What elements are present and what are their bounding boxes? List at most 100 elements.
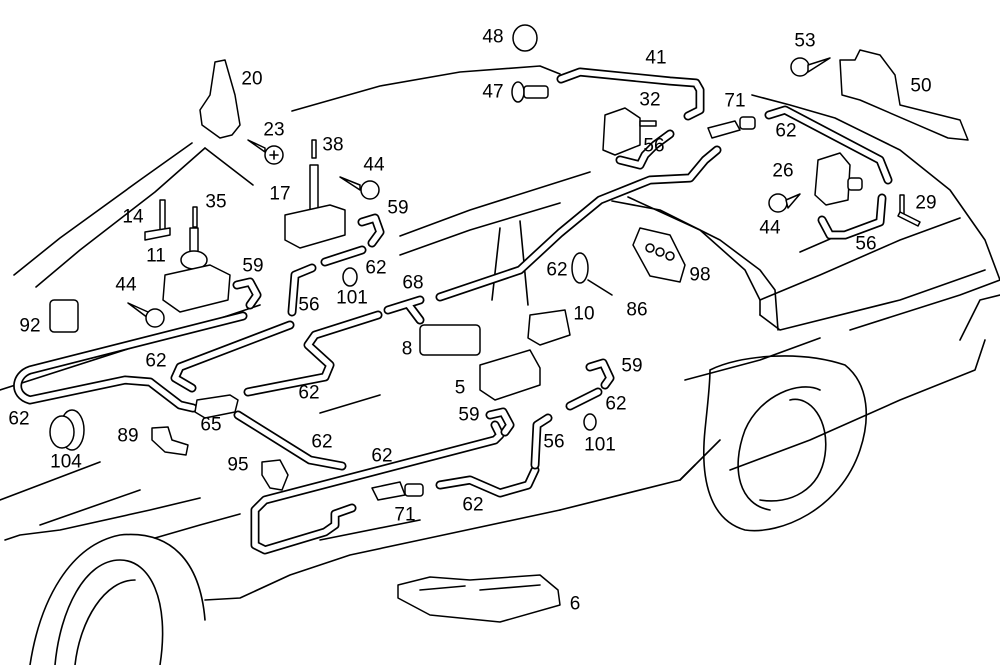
- callout-62-rt: 62: [775, 120, 797, 142]
- part-65-cross: [194, 394, 239, 419]
- part-71-connector-bottom: [371, 481, 424, 501]
- callout-86: 86: [626, 299, 648, 321]
- callout-35: 35: [205, 191, 227, 213]
- part-101-grommet-b: [583, 413, 597, 431]
- part-11-vacuum-element: [162, 227, 231, 313]
- part-44-screw-a: [339, 176, 380, 200]
- part-5-pump: [479, 349, 541, 401]
- part-59-elbow-c: [585, 358, 615, 390]
- callout-59-d: 59: [458, 404, 480, 426]
- part-8-valve: [419, 324, 481, 356]
- part-47-rivet: [511, 81, 549, 103]
- callout-62-c: 62: [145, 350, 167, 372]
- callout-62-g: 62: [371, 445, 393, 467]
- callout-62-a: 62: [365, 257, 387, 279]
- callout-62-roof: 62: [546, 259, 568, 281]
- hose-62-right-s: [243, 310, 383, 397]
- callout-59-b: 59: [242, 255, 264, 277]
- callout-11: 11: [146, 245, 166, 267]
- callout-10: 10: [573, 303, 595, 325]
- callout-104: 104: [50, 451, 82, 473]
- part-98-grommet-plate: [632, 227, 686, 283]
- hose-62-middle: [170, 320, 295, 393]
- callout-44-left: 44: [115, 274, 137, 296]
- callout-5: 5: [454, 377, 466, 399]
- callout-56-top: 56: [643, 135, 665, 157]
- callout-56-mid: 56: [298, 294, 320, 316]
- callout-44-rt: 44: [759, 217, 781, 239]
- callout-17: 17: [269, 183, 291, 205]
- callout-6: 6: [569, 593, 581, 615]
- part-44-screw-b: [127, 302, 165, 328]
- callout-71-top: 71: [724, 90, 746, 112]
- hose-62-short: [565, 387, 603, 411]
- callout-62-h: 62: [462, 494, 484, 516]
- callout-98: 98: [689, 264, 711, 286]
- part-38-pin: [311, 139, 317, 159]
- callout-38: 38: [322, 134, 344, 156]
- part-14-lever: [144, 199, 171, 241]
- part-29-pin: [897, 194, 921, 227]
- callout-59-a: 59: [387, 197, 409, 219]
- hose-62-roof: [435, 145, 722, 302]
- part-26-vacuum-element: [814, 152, 863, 206]
- callout-101-a: 101: [336, 287, 368, 309]
- callout-26: 26: [772, 160, 794, 182]
- callout-68: 68: [402, 272, 424, 294]
- hose-62-lower: [233, 410, 347, 471]
- part-32-vacuum-element: [602, 107, 657, 156]
- callout-50: 50: [910, 75, 932, 97]
- part-104-grommet: [49, 409, 85, 451]
- part-89-clips: [151, 426, 189, 456]
- callout-89: 89: [117, 425, 139, 447]
- hose-56-left-vertical: [287, 263, 317, 317]
- part-101-grommet-a: [342, 267, 358, 287]
- part-53-screw: [790, 57, 831, 77]
- hose-56-vertical: [530, 413, 553, 470]
- callout-95: 95: [227, 454, 249, 476]
- callout-62-e: 62: [8, 408, 30, 430]
- hose-62-sill: [250, 420, 505, 555]
- callout-20: 20: [241, 68, 263, 90]
- part-95-clip: [261, 459, 289, 491]
- callout-92: 92: [19, 315, 41, 337]
- part-17-vacuum-element: [284, 164, 346, 249]
- callout-56-low: 56: [543, 431, 565, 453]
- part-23-screw: [247, 139, 284, 165]
- callout-23: 23: [263, 119, 285, 141]
- part-20-bracket: [199, 59, 241, 139]
- part-59-elbow-d: [485, 407, 515, 437]
- callout-53: 53: [794, 30, 816, 52]
- callout-29: 29: [915, 192, 937, 214]
- hose-62-right-top: [764, 105, 893, 185]
- vacuum-lines: [13, 67, 893, 555]
- callout-56-rt: 56: [855, 233, 877, 255]
- parts: [49, 24, 969, 623]
- part-92-clip: [49, 299, 79, 333]
- hose-62-long-left: [13, 311, 248, 413]
- callout-101-b: 101: [584, 434, 616, 456]
- part-59-elbow-a: [357, 213, 385, 248]
- part-86-cable-tie: [571, 252, 613, 296]
- callout-47: 47: [482, 81, 504, 103]
- callout-62-d: 62: [298, 382, 320, 404]
- part-68-t-connector: [383, 295, 425, 325]
- callout-62-f: 62: [311, 431, 333, 453]
- part-35-pin: [192, 206, 198, 228]
- hose-62-upper-short: [320, 245, 367, 267]
- part-48-clip: [512, 24, 538, 52]
- callout-71-bottom: 71: [394, 504, 416, 526]
- hose-56-right: [817, 193, 887, 240]
- part-71-connector-top: [707, 116, 756, 139]
- part-6-tray: [397, 574, 561, 623]
- callout-62-b: 62: [605, 393, 627, 415]
- part-10-switch-valve: [527, 309, 571, 346]
- callout-14: 14: [122, 206, 144, 228]
- callout-8: 8: [401, 338, 413, 360]
- part-44-screw-c: [768, 193, 801, 213]
- hose-62-bottom: [435, 465, 540, 498]
- callout-41: 41: [645, 47, 667, 69]
- part-59-elbow-b: [232, 277, 262, 310]
- callout-48: 48: [482, 26, 504, 48]
